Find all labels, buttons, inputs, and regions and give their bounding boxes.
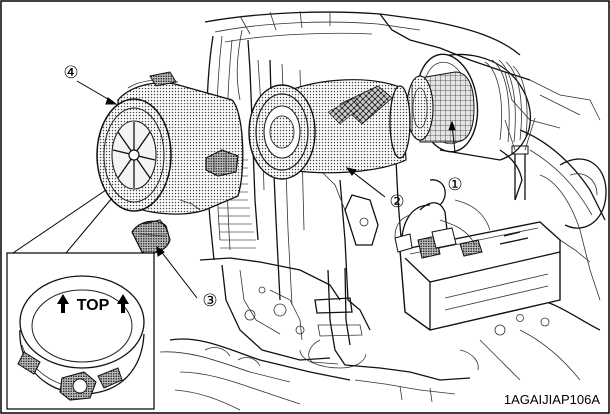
battery [399, 221, 561, 331]
engine-background-linework [159, 10, 607, 411]
callout-number: ④ [63, 63, 78, 82]
leader-lines [9, 80, 456, 299]
primary-filter-element [248, 79, 411, 180]
air-cleaner-body [406, 53, 532, 161]
evacuator-valve [131, 219, 171, 255]
callout-4: ④ [63, 63, 78, 82]
up-arrow-icon [57, 294, 69, 313]
callout-number: ② [389, 192, 404, 211]
callout-3: ③ [202, 291, 217, 310]
callout-number: ① [447, 175, 462, 194]
callout-1: ① [447, 175, 462, 194]
up-arrow-icon [117, 294, 129, 313]
top-detail-inset: TOP [6, 252, 155, 410]
callout-2: ② [389, 192, 404, 211]
callout-number: ③ [202, 291, 217, 310]
wiring-harness [394, 179, 491, 253]
figure-code: 1AGAIJIAP106A [504, 392, 600, 407]
top-label: TOP [77, 297, 110, 314]
air-cleaner-cover [96, 71, 244, 215]
